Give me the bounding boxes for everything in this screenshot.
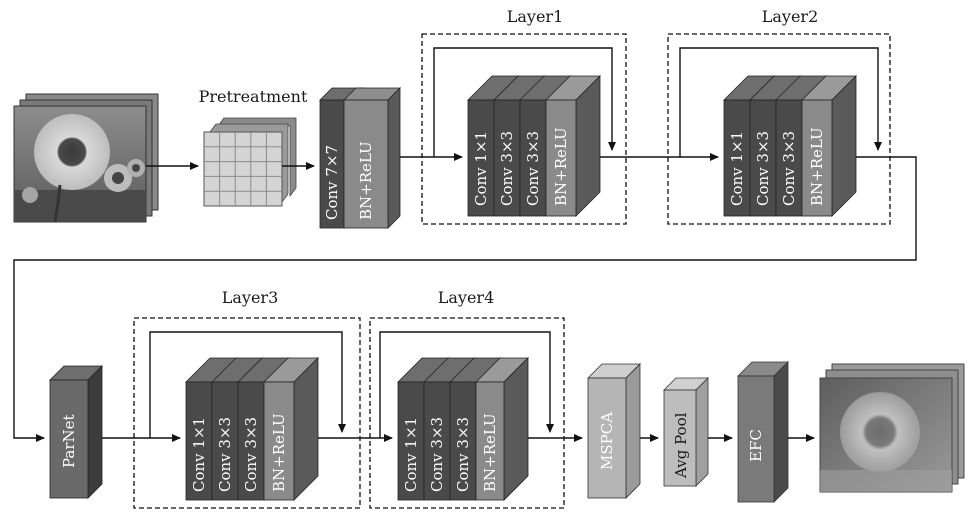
avgpool-text: Avg Pool <box>672 412 690 479</box>
layer2-conv1-text: Conv 1×1 <box>728 131 746 206</box>
layer4-block: Conv 1×1 Conv 3×3 Conv 3×3 BN+ReLU <box>397 357 529 501</box>
layer4-conv2-text: Conv 3×3 <box>428 417 446 492</box>
mspca-module: MSPCA <box>587 363 641 499</box>
row2-connections <box>102 331 815 442</box>
pretreatment-grid-stack <box>203 117 297 207</box>
layer2-block: Conv 1×1 Conv 3×3 Conv 3×3 BN+ReLU <box>723 75 857 217</box>
parnet-module: ParNet <box>49 365 103 499</box>
layer2-label: Layer2 <box>762 7 819 26</box>
efc-text: EFC <box>747 429 765 462</box>
layer2-box <box>667 33 891 225</box>
row1-connections <box>13 47 917 442</box>
layer4-bn-text: BN+ReLU <box>481 413 499 492</box>
input-sunflower-image <box>13 105 147 223</box>
layer1-box <box>421 33 627 225</box>
layer2-conv3-text: Conv 3×3 <box>780 131 798 206</box>
layer2-conv2-text: Conv 3×3 <box>754 131 772 206</box>
layer1-conv1-text: Conv 1×1 <box>472 131 490 206</box>
layer4-label: Layer4 <box>438 288 495 307</box>
layer1-block: Conv 1×1 Conv 3×3 Conv 3×3 BN+ReLU <box>467 75 601 217</box>
output-image-stack <box>819 363 965 493</box>
stem-bn-text: BN+ReLU <box>357 141 375 220</box>
stem-bn-layer <box>343 99 389 229</box>
layer3-bn-text: BN+ReLU <box>270 413 288 492</box>
layer3-conv3-text: Conv 3×3 <box>242 417 260 492</box>
output-sunflower-image <box>819 377 953 493</box>
stem-conv-layer <box>319 99 345 229</box>
layer4-box <box>369 317 565 509</box>
input-image-stack <box>13 93 159 223</box>
layer3-block: Conv 1×1 Conv 3×3 Conv 3×3 BN+ReLU <box>185 357 319 501</box>
layer1-conv3-text: Conv 3×3 <box>524 131 542 206</box>
layer1-bn-text: BN+ReLU <box>552 127 570 206</box>
layer3-conv1-text: Conv 1×1 <box>190 417 208 492</box>
layer3-box <box>133 317 361 509</box>
stem-block: Conv 7×7 BN+ReLU <box>319 87 401 229</box>
layer4-conv3-text: Conv 3×3 <box>454 417 472 492</box>
stem-conv-text: Conv 7×7 <box>323 145 341 220</box>
efc-module: EFC <box>737 361 789 503</box>
layer2-bn-text: BN+ReLU <box>808 127 826 206</box>
layer3-conv2-text: Conv 3×3 <box>216 417 234 492</box>
pretreatment-label: Pretreatment <box>199 87 308 106</box>
avgpool-module: Avg Pool <box>663 377 709 487</box>
layer1-label: Layer1 <box>507 7 564 26</box>
mspca-text: MSPCA <box>598 412 616 470</box>
layer1-conv2-text: Conv 3×3 <box>498 131 516 206</box>
layer3-label: Layer3 <box>222 288 279 307</box>
parnet-text: ParNet <box>60 414 78 468</box>
layer4-conv1-text: Conv 1×1 <box>402 417 420 492</box>
